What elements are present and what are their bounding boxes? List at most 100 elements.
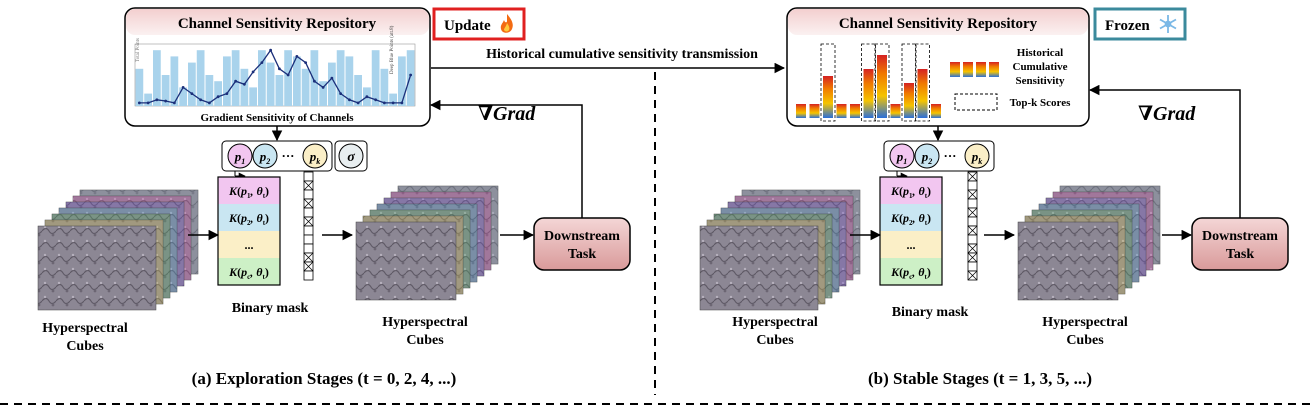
sensitivity-point xyxy=(137,101,141,105)
sensitivity-line xyxy=(139,48,412,104)
sensitivity-point xyxy=(321,86,325,89)
sensitivity-bar xyxy=(240,68,249,106)
topk-box xyxy=(901,43,917,122)
sensitivity-point xyxy=(146,101,150,105)
left-chart-caption: Gradient Sensitivity of Channels xyxy=(200,112,354,124)
kernel-label: K(p2, θt) xyxy=(228,211,269,227)
svg-text:p2: p2 xyxy=(921,149,933,166)
sensitivity-bar xyxy=(144,93,152,106)
hist-bar xyxy=(890,104,901,118)
fire-icon xyxy=(500,14,513,33)
right-kernel-stack: K(p1, θt)K(p2, θt)...K(pc, θt) xyxy=(879,176,943,286)
right-downstream-task: Downstream Task xyxy=(1191,217,1289,271)
sensitivity-point xyxy=(251,70,255,74)
left-stage-label: (a) Exploration Stages (t = 0, 2, 4, ...… xyxy=(192,369,457,388)
mask-cell xyxy=(967,198,978,209)
sensitivity-point xyxy=(339,92,343,95)
right-input-label: Hyperspectral xyxy=(732,315,818,330)
sensitivity-point xyxy=(216,95,220,99)
kernel-row xyxy=(880,258,942,285)
update-badge: Update xyxy=(432,7,526,41)
sensitivity-point xyxy=(374,98,378,102)
param-pk: pk xyxy=(309,149,321,166)
svg-text:Cumulative: Cumulative xyxy=(1013,61,1068,73)
svg-text:Sensitivity: Sensitivity xyxy=(1016,75,1065,87)
hist-bar xyxy=(809,104,820,118)
sensitivity-bar xyxy=(223,56,231,106)
topk-box xyxy=(820,43,836,122)
mask-cell xyxy=(967,234,978,245)
kernel-label: K(pc, θt) xyxy=(228,265,269,281)
topk-box xyxy=(861,43,876,122)
sensitivity-bar xyxy=(389,93,397,106)
mask-cell xyxy=(303,225,314,236)
left-input-label: Hyperspectral xyxy=(42,321,128,336)
cube-layer xyxy=(37,225,157,311)
sensitivity-bar xyxy=(188,62,196,106)
svg-text:Historical: Historical xyxy=(1017,47,1063,59)
kernel-row xyxy=(218,177,280,204)
sensitivity-bar xyxy=(310,50,319,106)
sensitivity-point xyxy=(382,101,386,105)
mask-cell xyxy=(303,189,314,200)
sensitivity-point xyxy=(155,98,159,102)
mask-cell xyxy=(303,234,314,245)
sensitivity-bar xyxy=(135,68,144,106)
hist-bar xyxy=(850,104,860,118)
right-input-cubes xyxy=(699,189,861,311)
frozen-label: Frozen xyxy=(1105,18,1150,34)
mask-cell xyxy=(967,180,978,191)
mask-cell xyxy=(967,261,978,272)
sensitivity-bar xyxy=(284,50,292,106)
right-repo-title: Channel Sensitivity Repository xyxy=(839,16,1038,32)
sensitivity-bar xyxy=(371,50,380,106)
sensitivity-bar xyxy=(345,56,354,106)
frozen-badge: Frozen xyxy=(1093,7,1187,41)
cube-layer xyxy=(699,225,819,311)
svg-text:Cubes: Cubes xyxy=(756,333,794,348)
kernel-row xyxy=(880,177,942,204)
topk-box xyxy=(915,43,930,122)
sensitivity-point xyxy=(295,55,299,58)
left-repo-title: Channel Sensitivity Repository xyxy=(178,16,377,32)
kernel-label: ... xyxy=(907,238,916,252)
svg-text:Cubes: Cubes xyxy=(66,339,104,354)
sensitivity-bar xyxy=(275,75,284,106)
kernel-label: K(pc, θt) xyxy=(890,265,931,281)
hist-legend: Historical Cumulative Sensitivity Top-k … xyxy=(950,47,1072,111)
sensitivity-bar xyxy=(380,68,389,106)
sensitivity-point xyxy=(347,98,351,102)
sensitivity-point xyxy=(242,82,246,86)
svg-text:p1: p1 xyxy=(896,149,908,166)
sensitivity-point xyxy=(312,79,316,83)
sensitivity-bar xyxy=(354,75,362,106)
cube-layer xyxy=(1017,221,1119,301)
left-input-cubes xyxy=(37,189,199,311)
sensitivity-point xyxy=(181,86,185,89)
left-output-cubes xyxy=(355,185,499,301)
sensitivity-point xyxy=(172,101,176,105)
sensitivity-point xyxy=(190,92,194,95)
sensitivity-bar xyxy=(258,50,266,106)
kernel-row xyxy=(880,231,942,258)
sensitivity-point xyxy=(356,101,360,105)
hist-bar xyxy=(917,69,928,118)
sensitivity-bar xyxy=(170,56,179,106)
left-binary-mask xyxy=(303,171,314,281)
param-p1: p1 xyxy=(234,149,246,166)
kernel-label: K(p1, θt) xyxy=(890,184,931,200)
kernel-row xyxy=(218,258,280,285)
svg-text:Task: Task xyxy=(1226,247,1255,262)
right-grad-label: ∇Grad xyxy=(1138,103,1196,125)
historical-sensitivity-bars xyxy=(796,43,941,122)
sensitivity-point xyxy=(225,92,229,95)
kernel-row xyxy=(880,204,942,231)
left-params: p1 p2 ··· pk σ xyxy=(221,140,368,172)
mask-cell xyxy=(303,207,314,218)
sensitivity-point xyxy=(409,73,413,77)
svg-text:Cubes: Cubes xyxy=(406,333,444,348)
left-kernel-stack: K(p1, θt)K(p2, θt)...K(pc, θt) xyxy=(217,176,281,286)
param-p2: p2 xyxy=(259,149,271,166)
topk-legend: Top-k Scores xyxy=(1010,97,1072,109)
svg-text:···: ··· xyxy=(281,148,294,163)
